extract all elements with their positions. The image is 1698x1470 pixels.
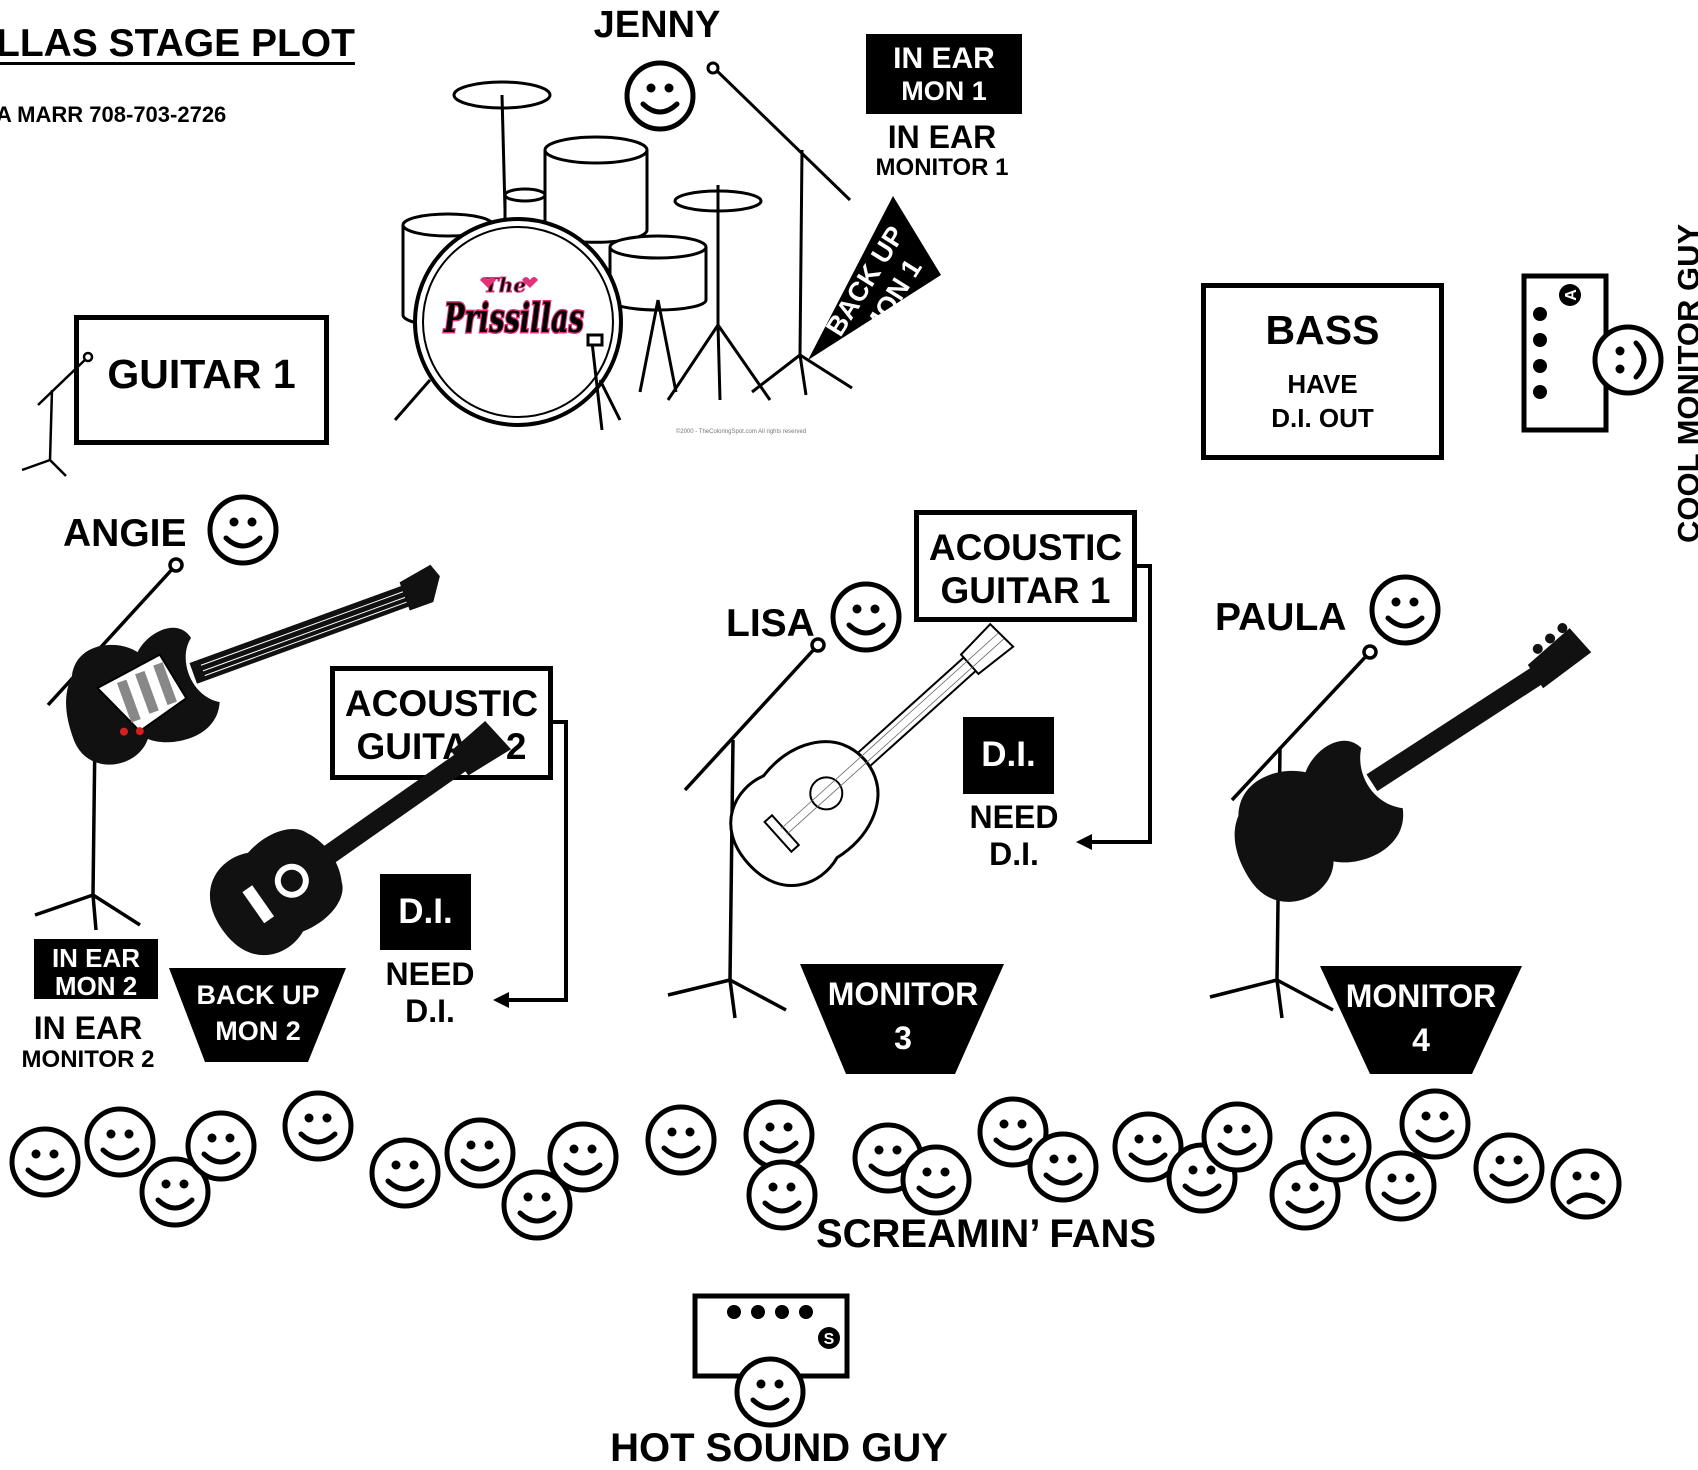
fan-face-frown — [1553, 1151, 1619, 1217]
arrow-acoustic1-to-di — [1076, 564, 1152, 850]
contact-line: A MARR 708-703-2726 — [0, 102, 227, 127]
drum-logo: The Prissillas — [442, 273, 586, 344]
in-ear-mon2-line2: MON 2 — [54, 971, 138, 1001]
need-di-lisa-line2: D.I. — [989, 836, 1039, 872]
fan-face — [1030, 1134, 1096, 1200]
need-di-guitar2-line2: D.I. — [405, 993, 455, 1029]
face-lisa — [833, 584, 899, 650]
guitar1-label: GUITAR 1 — [107, 351, 296, 397]
acoustic1-line1: ACOUSTIC — [928, 527, 1123, 568]
monitor4-line2: 4 — [1412, 1022, 1430, 1058]
bass-title: BASS — [1265, 307, 1380, 353]
fan-face — [648, 1107, 714, 1173]
fan-face — [1476, 1135, 1542, 1201]
fans-label: SCREAMIN’ FANS — [815, 1212, 1157, 1256]
acoustic-guitar2-instrument — [210, 720, 512, 956]
name-angie: ANGIE — [63, 512, 187, 555]
face-paula — [1372, 577, 1438, 643]
in-ear-mon2-badge: IN EAR MON 2 — [34, 939, 158, 999]
monitor-console: A — [1521, 273, 1609, 433]
fan-face — [87, 1109, 153, 1175]
acoustic-guitar1-amp: ACOUSTIC GUITAR 1 — [914, 510, 1137, 622]
di-label-lisa: D.I. — [981, 735, 1036, 774]
in-ear-mon1-badge: IN EAR MON 1 — [866, 34, 1022, 114]
in-ear-monitor2-line2: MONITOR 2 — [21, 1046, 155, 1073]
name-paula: PAULA — [1215, 596, 1347, 639]
fan-face — [372, 1140, 438, 1206]
sound-console: S — [692, 1293, 850, 1379]
need-di-guitar2-line1: NEED — [385, 956, 475, 992]
face-sound-guy — [737, 1359, 803, 1425]
acoustic-guitar-lisa — [729, 622, 1015, 888]
monitor3-line2: 3 — [894, 1020, 912, 1056]
monitor3-line1: MONITOR — [828, 976, 979, 1012]
face-jenny — [627, 63, 693, 129]
electric-guitar-angie — [66, 564, 440, 765]
in-ear-mon1-line1: IN EAR — [893, 42, 995, 75]
fan-face — [1402, 1091, 1468, 1157]
fan-face — [188, 1113, 254, 1179]
sound-console-letter: S — [824, 1331, 835, 1348]
drum-logo-name: Prissillas — [443, 295, 584, 342]
bass-line1: HAVE — [1287, 369, 1358, 399]
di-box-lisa: D.I. — [963, 717, 1054, 794]
backup-mon2-line2: MON 2 — [215, 1016, 301, 1046]
fan-face — [1303, 1114, 1369, 1180]
di-label-guitar2: D.I. — [398, 892, 453, 931]
arrow-acoustic2-to-di — [493, 720, 568, 1008]
monitor4-line1: MONITOR — [1346, 978, 1497, 1014]
backup-mon2-line1: BACK UP — [196, 980, 319, 1010]
fan-face — [12, 1129, 78, 1195]
fan-face — [1368, 1153, 1434, 1219]
monitor-console-letter: A — [1563, 289, 1580, 301]
backup-mon2-wedge — [169, 968, 346, 1062]
backup-mon1-wedge — [808, 196, 941, 360]
fan-face — [1204, 1104, 1270, 1170]
in-ear-monitor2-line1: IN EAR — [33, 1010, 143, 1046]
acoustic2-line1: ACOUSTIC — [344, 683, 539, 724]
monitor3-wedge — [800, 964, 1004, 1074]
in-ear-mon2-line1: IN EAR — [51, 943, 141, 973]
mic-stand-jenny — [706, 61, 853, 396]
face-monitor-guy — [1595, 327, 1661, 393]
fan-face — [550, 1124, 616, 1190]
name-jenny: JENNY — [593, 4, 721, 46]
fan-face — [447, 1120, 513, 1186]
bass-amp: BASS HAVE D.I. OUT — [1201, 283, 1444, 460]
guitar1-amp: GUITAR 1 — [74, 315, 329, 445]
drum-credit: ©2000 - TheColoringSpot.com All rights r… — [676, 428, 806, 435]
drum-logo-the: The — [484, 273, 526, 297]
drum-kit — [393, 80, 772, 431]
fan-face — [746, 1102, 812, 1168]
in-ear-mon1-line2: MON 1 — [901, 76, 987, 106]
mic-stand-lisa — [667, 637, 826, 1019]
audience-crowd — [12, 1091, 1619, 1238]
bass-line2: D.I. OUT — [1271, 403, 1374, 433]
di-box-guitar2: D.I. — [380, 874, 471, 950]
fan-face — [749, 1162, 815, 1228]
name-lisa: LISA — [726, 602, 815, 645]
need-di-lisa-line1: NEED — [969, 799, 1059, 835]
monitor4-wedge — [1320, 966, 1522, 1074]
fan-face — [903, 1147, 969, 1213]
mic-stand-guitar1 — [21, 351, 94, 477]
in-ear-monitor1-line2: MONITOR 1 — [875, 154, 1009, 181]
acoustic1-line2: GUITAR 1 — [940, 570, 1111, 611]
fan-face — [285, 1093, 351, 1159]
face-angie — [210, 497, 276, 563]
plot-title: LLAS STAGE PLOT — [0, 22, 355, 65]
bass-guitar-paula — [1234, 623, 1592, 902]
in-ear-monitor1-line1: IN EAR — [887, 119, 997, 155]
